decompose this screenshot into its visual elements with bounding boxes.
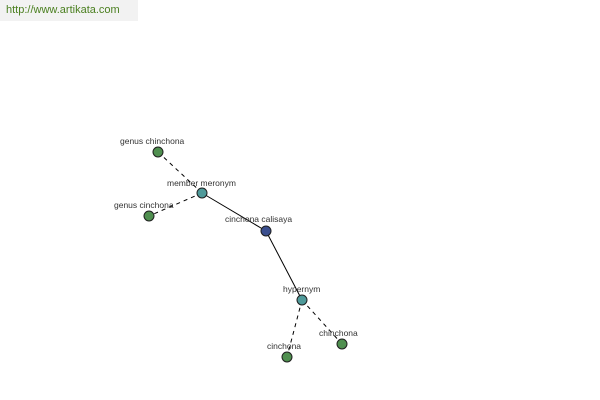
node-label-center[interactable]: cinchona calisaya — [225, 214, 292, 224]
node-circle-member-meronym[interactable] — [196, 187, 208, 199]
node-label-genus-chinchona[interactable]: genus chinchona — [120, 136, 185, 146]
node-circle-cinchona[interactable] — [281, 351, 293, 363]
node-circle-genus-chinchona[interactable] — [152, 146, 164, 158]
graph-node-member-meronym[interactable]: member meronym — [167, 178, 236, 199]
graph-node-center[interactable]: cinchona calisaya — [225, 214, 292, 237]
graph-node-cinchona[interactable]: cinchona — [267, 341, 301, 363]
edge-center-to-member-meronym — [201, 192, 267, 232]
edges-layer — [148, 151, 343, 358]
edge-hypernym-to-chinchona — [301, 299, 343, 345]
node-circle-chinchona[interactable] — [336, 338, 348, 350]
node-circle-genus-cinchona[interactable] — [143, 210, 155, 222]
node-label-member-meronym[interactable]: member meronym — [167, 178, 236, 188]
node-circle-center[interactable] — [260, 225, 272, 237]
edge-center-to-hypernym — [265, 230, 303, 301]
node-label-cinchona[interactable]: cinchona — [267, 341, 301, 351]
artikata-url-link[interactable]: http://www.artikata.com — [0, 0, 138, 21]
graph-node-chinchona[interactable]: chinchona — [319, 328, 358, 350]
nodes-layer: cinchona calisaya member meronym hypernym g… — [114, 136, 358, 363]
node-label-chinchona[interactable]: chinchona — [319, 328, 358, 338]
edge-member-meronym-to-genus-chinchona — [157, 151, 203, 194]
node-label-hypernym[interactable]: hypernym — [283, 284, 320, 294]
graph-node-genus-cinchona[interactable]: genus cinchona — [114, 200, 174, 222]
node-circle-hypernym[interactable] — [296, 294, 308, 306]
graph-node-genus-chinchona[interactable]: genus chinchona — [120, 136, 185, 158]
node-label-genus-cinchona[interactable]: genus cinchona — [114, 200, 174, 210]
edge-hypernym-to-cinchona — [286, 299, 303, 358]
graph-node-hypernym[interactable]: hypernym — [283, 284, 320, 306]
edge-member-meronym-to-genus-cinchona — [148, 192, 203, 217]
